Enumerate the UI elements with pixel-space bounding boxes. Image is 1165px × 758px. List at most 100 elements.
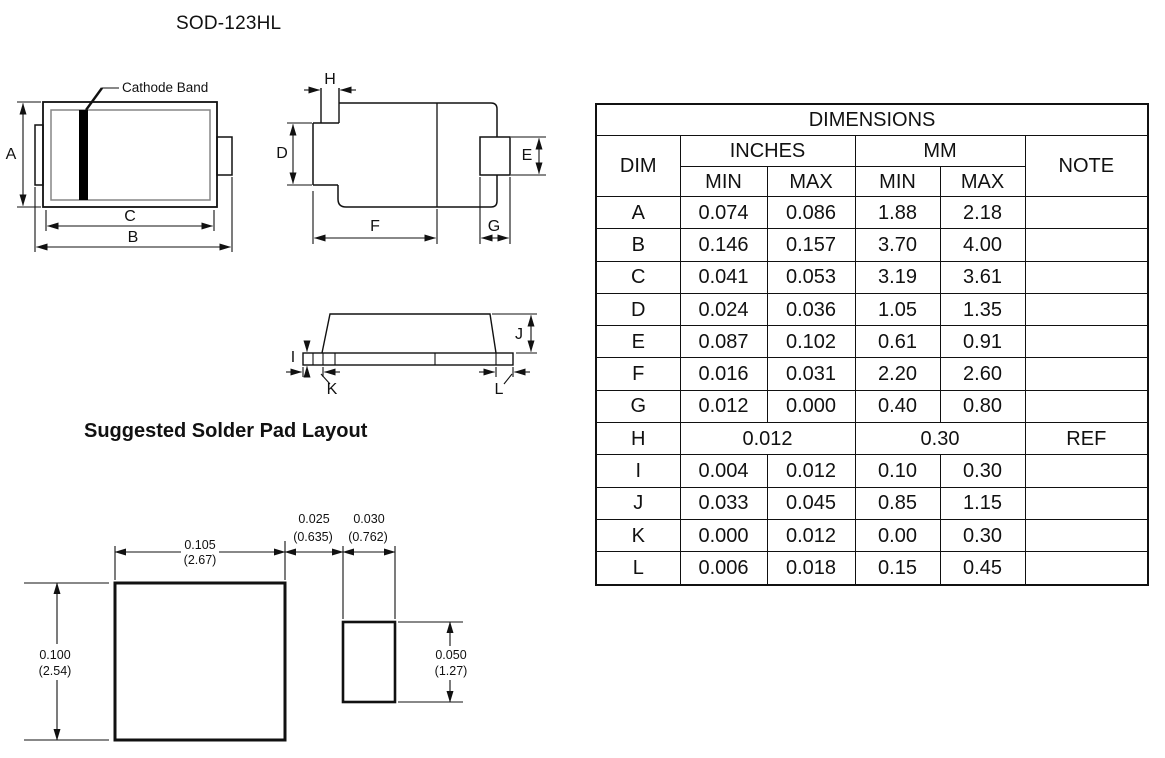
large-solder-pad bbox=[113, 581, 287, 742]
table-cell: 0.157 bbox=[766, 228, 856, 262]
small-pad-width-mm: (0.762) bbox=[348, 530, 388, 544]
table-cell: C bbox=[595, 260, 681, 294]
dim-label-b: B bbox=[127, 229, 139, 246]
table-cell: 0.086 bbox=[766, 195, 856, 230]
dimensions-table: DIMENSIONS DIM INCHES MM NOTE MIN MAX MI… bbox=[595, 103, 1150, 586]
front-view-drawing bbox=[17, 87, 233, 252]
table-cell: H bbox=[595, 422, 681, 456]
dim-label-e: E bbox=[521, 147, 533, 164]
table-cell: 0.087 bbox=[679, 325, 768, 359]
table-cell: 0.036 bbox=[766, 292, 856, 327]
table-header-inches: INCHES bbox=[679, 135, 856, 167]
table-cell: G bbox=[595, 389, 681, 424]
table-cell: 2.60 bbox=[939, 357, 1026, 391]
table-cell: 0.031 bbox=[766, 357, 856, 391]
table-cell bbox=[1024, 454, 1149, 488]
table-cell: 1.35 bbox=[939, 292, 1026, 327]
table-cell: F bbox=[595, 357, 681, 391]
small-pad-height-mm: (1.27) bbox=[434, 664, 468, 678]
pad-gap-inches: 0.025 bbox=[298, 512, 330, 526]
solder-pad-layout-heading: Suggested Solder Pad Layout bbox=[84, 420, 368, 442]
cathode-band-label: Cathode Band bbox=[122, 80, 209, 95]
pad-height-inches: 0.100 bbox=[39, 648, 71, 662]
table-cell: 0.053 bbox=[766, 260, 856, 294]
dim-label-a: A bbox=[5, 146, 17, 163]
table-header-mm: MM bbox=[854, 135, 1026, 167]
table-cell: 0.102 bbox=[766, 325, 856, 359]
table-cell: 0.016 bbox=[679, 357, 768, 391]
small-pad-height-inches: 0.050 bbox=[435, 648, 467, 662]
table-cell: 0.033 bbox=[679, 486, 768, 520]
table-cell: 2.20 bbox=[854, 357, 941, 391]
table-cell bbox=[1024, 389, 1149, 424]
table-cell: 0.000 bbox=[766, 389, 856, 424]
table-cell: 0.30 bbox=[939, 454, 1026, 488]
dim-label-k: K bbox=[326, 381, 338, 398]
solder-pad-layout-drawing bbox=[24, 541, 463, 742]
table-header-note: NOTE bbox=[1024, 135, 1149, 197]
table-cell: D bbox=[595, 292, 681, 327]
table-cell: 2.18 bbox=[939, 195, 1026, 230]
table-cell bbox=[1024, 357, 1149, 391]
table-cell: 0.80 bbox=[939, 389, 1026, 424]
table-cell: 0.30 bbox=[854, 422, 1026, 456]
table-cell: 0.61 bbox=[854, 325, 941, 359]
table-header-min: MIN bbox=[679, 166, 768, 197]
side-view-drawing bbox=[286, 313, 537, 385]
table-header-max: MAX bbox=[766, 166, 856, 197]
table-cell: 0.012 bbox=[679, 422, 856, 456]
table-cell: 1.88 bbox=[854, 195, 941, 230]
table-header-min: MIN bbox=[854, 166, 941, 197]
dim-label-d: D bbox=[276, 145, 288, 162]
page-title: SOD-123HL bbox=[176, 13, 282, 34]
table-cell: 0.006 bbox=[679, 551, 768, 586]
table-cell: REF bbox=[1024, 422, 1149, 456]
table-cell: 0.045 bbox=[766, 486, 856, 520]
table-cell: K bbox=[595, 518, 681, 553]
dim-label-h: H bbox=[324, 71, 336, 88]
table-cell: 3.70 bbox=[854, 228, 941, 262]
table-cell: 0.041 bbox=[679, 260, 768, 294]
table-cell: 0.012 bbox=[766, 454, 856, 488]
dim-label-g: G bbox=[487, 218, 501, 235]
table-cell bbox=[1024, 325, 1149, 359]
table-cell: 4.00 bbox=[939, 228, 1026, 262]
table-cell bbox=[1024, 195, 1149, 230]
table-cell: 0.00 bbox=[854, 518, 941, 553]
table-cell: A bbox=[595, 195, 681, 230]
small-pad-width-inches: 0.030 bbox=[353, 512, 385, 526]
cathode-band bbox=[79, 110, 88, 200]
table-cell: 0.000 bbox=[679, 518, 768, 553]
table-cell: 0.10 bbox=[854, 454, 941, 488]
table-cell: 1.15 bbox=[939, 486, 1026, 520]
table-cell: 0.018 bbox=[766, 551, 856, 586]
table-cell: 3.19 bbox=[854, 260, 941, 294]
pad-gap-mm: (0.635) bbox=[293, 530, 333, 544]
table-cell: E bbox=[595, 325, 681, 359]
table-cell: 1.05 bbox=[854, 292, 941, 327]
dim-label-j: J bbox=[515, 326, 523, 343]
table-cell bbox=[1024, 551, 1149, 586]
table-cell: 0.012 bbox=[766, 518, 856, 553]
table-cell bbox=[1024, 260, 1149, 294]
table-cell: 0.15 bbox=[854, 551, 941, 586]
pad-width-inches: 0.105 bbox=[184, 538, 216, 552]
table-cell: 0.012 bbox=[679, 389, 768, 424]
table-cell: 0.074 bbox=[679, 195, 768, 230]
dim-label-c: C bbox=[124, 208, 136, 225]
table-cell: J bbox=[595, 486, 681, 520]
table-cell bbox=[1024, 518, 1149, 553]
table-cell: 0.30 bbox=[939, 518, 1026, 553]
dim-label-i: I bbox=[290, 349, 296, 366]
table-cell: 0.91 bbox=[939, 325, 1026, 359]
pad-height-mm: (2.54) bbox=[38, 664, 72, 678]
